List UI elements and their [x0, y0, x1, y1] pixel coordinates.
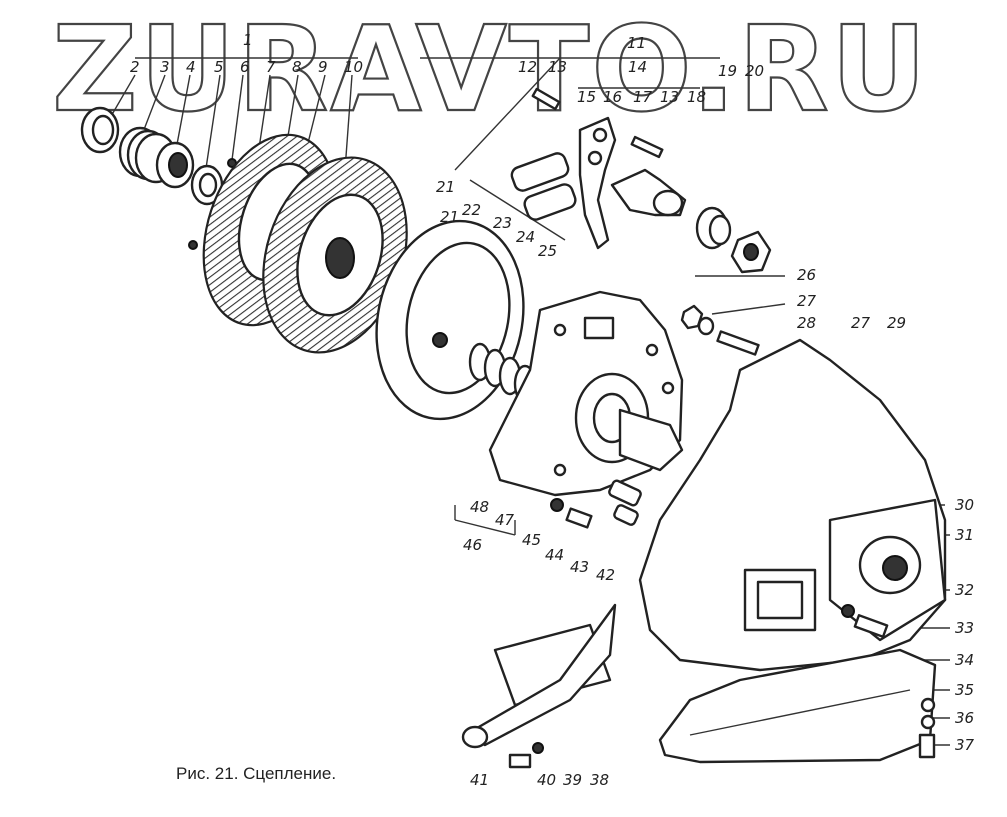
label-33: 33	[955, 619, 974, 637]
label-38: 38	[590, 771, 609, 789]
release-fork-boot	[461, 603, 617, 769]
label-17: 17	[633, 88, 653, 106]
label-20: 20	[745, 62, 764, 80]
label-2: 2	[130, 58, 140, 76]
label-25: 25	[538, 242, 557, 260]
label-28: 28	[797, 314, 816, 332]
label-14: 14	[628, 58, 647, 76]
label-6: 6	[240, 58, 250, 76]
label-42: 42	[596, 566, 615, 584]
label-40: 40	[537, 771, 556, 789]
release-parts-left	[80, 106, 237, 250]
label-12: 12	[518, 58, 537, 76]
label-11: 11	[627, 34, 646, 52]
gearbox-bell-housing	[638, 338, 947, 672]
label-21-second: 21	[440, 208, 459, 226]
label-1: 1	[243, 31, 253, 49]
release-fork-assembly	[510, 87, 772, 274]
label-26: 26	[797, 266, 816, 284]
label-23: 23	[493, 214, 512, 232]
label-30: 30	[955, 496, 974, 514]
label-36: 36	[955, 709, 974, 727]
label-29: 29	[887, 314, 906, 332]
label-7: 7	[266, 58, 276, 76]
label-43: 43	[570, 558, 589, 576]
label-15: 15	[577, 88, 596, 106]
label-24: 24	[516, 228, 535, 246]
label-39: 39	[563, 771, 582, 789]
label-10: 10	[344, 58, 363, 76]
leader-lines	[109, 57, 950, 746]
label-45: 45	[522, 531, 541, 549]
label-34: 34	[955, 651, 974, 669]
label-44: 44	[545, 546, 564, 564]
part-labels: 1 2 3 4 5 6 7 8 9 10 11 12 13 14 15 16 1…	[130, 31, 975, 789]
clutch-housing	[488, 290, 684, 497]
label-32: 32	[955, 581, 974, 599]
bolts-center	[550, 479, 642, 529]
bottom-cover	[658, 648, 937, 764]
label-9: 9	[318, 58, 328, 76]
label-35: 35	[955, 681, 974, 699]
label-41: 41	[470, 771, 489, 789]
watermark-text: ZURAVTO.RU	[52, 0, 929, 138]
label-8: 8	[292, 58, 302, 76]
label-47: 47	[495, 511, 515, 529]
label-3: 3	[160, 58, 170, 76]
label-46: 46	[463, 536, 482, 554]
label-22: 22	[462, 201, 481, 219]
figure-caption: Рис. 21. Сцепление.	[176, 764, 337, 783]
label-19: 19	[718, 62, 737, 80]
label-18: 18	[687, 88, 706, 106]
label-13: 13	[548, 58, 567, 76]
label-4: 4	[186, 58, 196, 76]
label-27-second: 27	[851, 314, 871, 332]
label-13-second: 13	[660, 88, 679, 106]
label-21: 21	[436, 178, 455, 196]
label-37: 37	[955, 736, 975, 754]
label-27: 27	[797, 292, 817, 310]
label-48: 48	[470, 498, 489, 516]
label-5: 5	[214, 58, 224, 76]
label-31: 31	[955, 526, 974, 544]
label-16: 16	[603, 88, 622, 106]
pressure-plate	[375, 219, 537, 421]
